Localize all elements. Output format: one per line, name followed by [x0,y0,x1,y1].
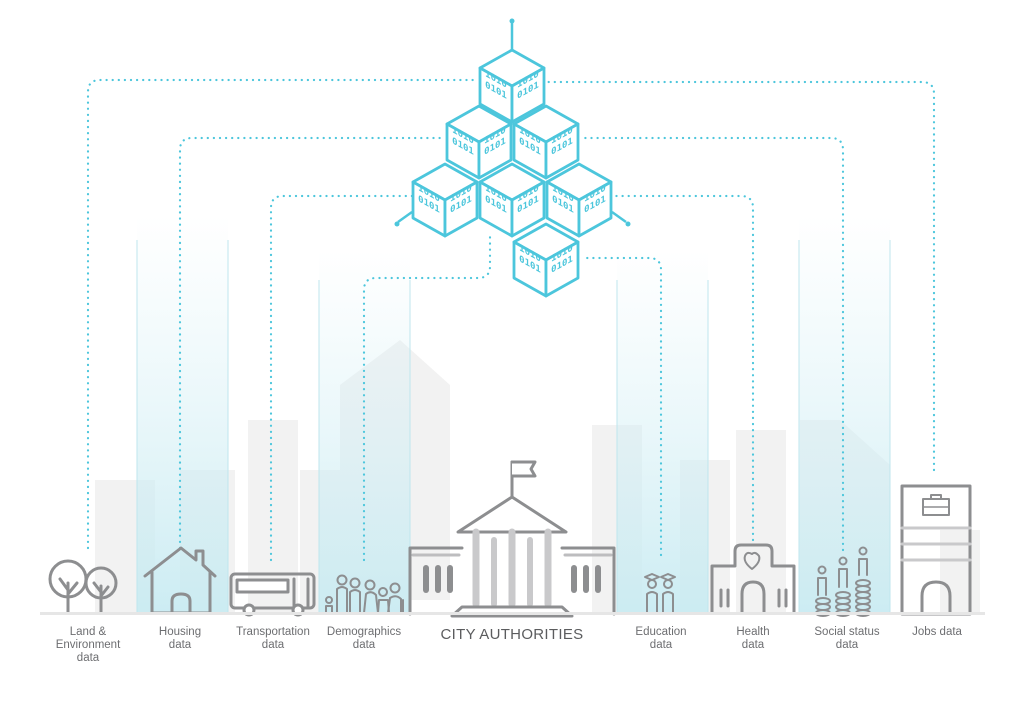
label-education: Education data [635,626,687,651]
hospital-icon [710,543,796,615]
label-transportation: Transportation data [236,626,310,651]
data-connectors [86,78,936,562]
label-jobs: Jobs data [912,626,962,638]
label-demographics: Demographics data [326,626,402,651]
label-land-environment: Land & Environment data [55,626,121,664]
trees-icon [48,559,118,615]
label-housing: Housing data [158,626,202,651]
data-columns [136,215,891,615]
people-icon [325,574,404,614]
ground-line [40,612,985,615]
city-authorities-label: CITY AUTHORITIES [440,626,584,643]
graduates-icon [644,573,676,614]
label-health: Health data [736,626,770,651]
label-social-status: Social status data [814,626,880,651]
city-hall-building [408,460,616,618]
